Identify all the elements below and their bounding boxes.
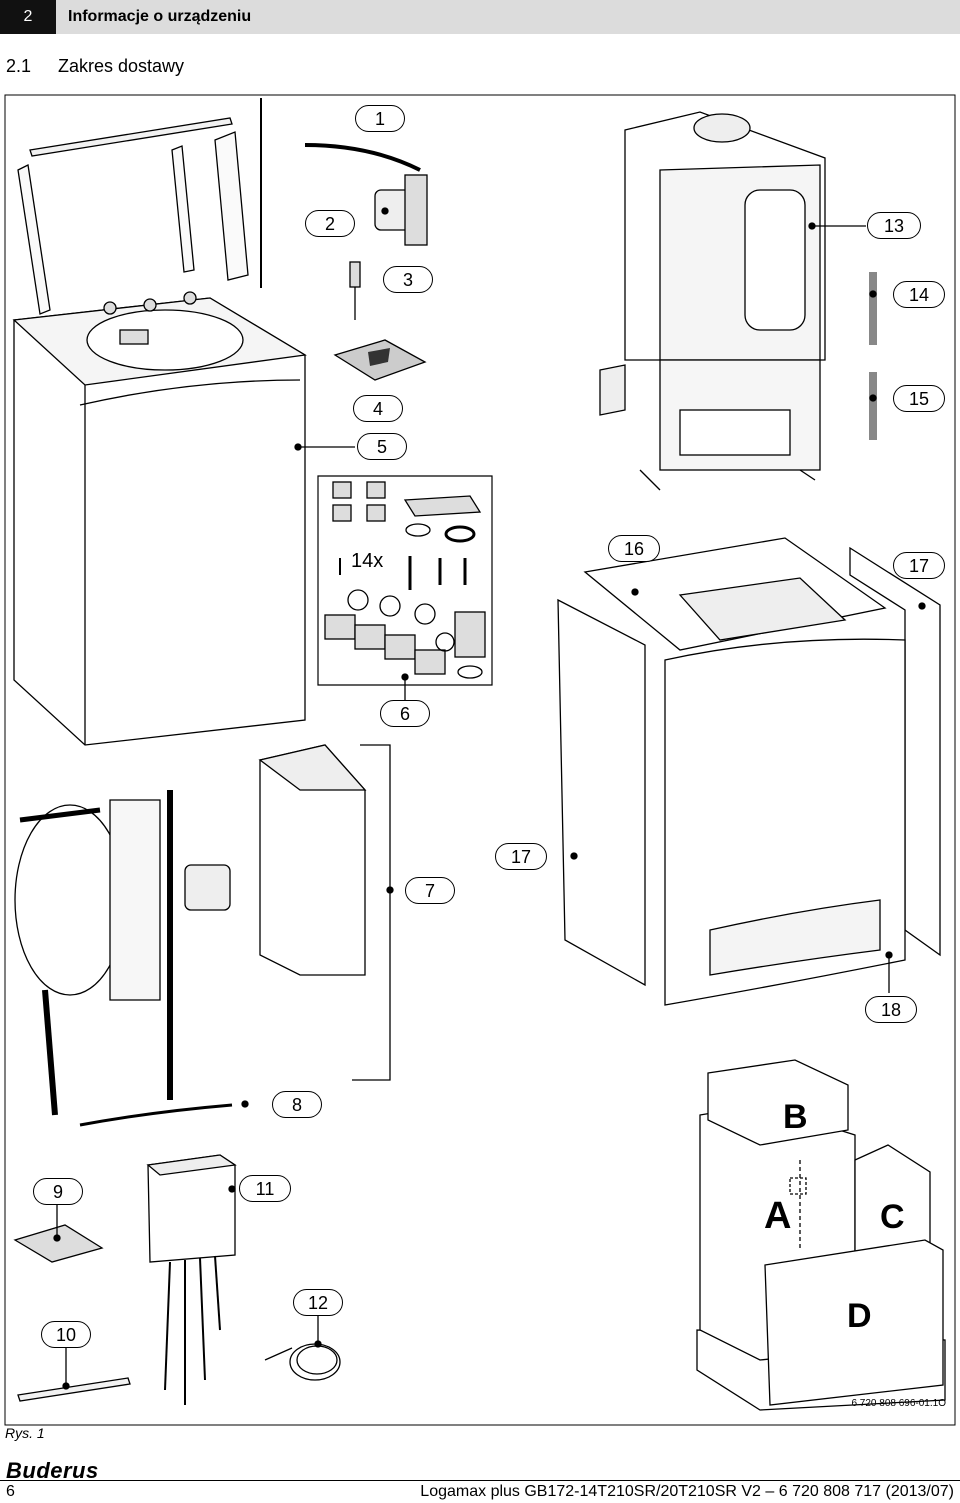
package-a-label: A [764,1195,792,1237]
rail-drawing [17,1347,131,1402]
footer-rule [0,1480,960,1481]
chapter-title: Informacje o urządzeniu [68,8,252,25]
sticker-sheet-drawing [13,1205,104,1263]
callout-10: 10 [41,1321,91,1348]
callout-6: 6 [380,700,430,727]
page-number: 6 [6,1483,15,1500]
callout-15: 15 [893,385,945,412]
expansion-vessel-drawing [14,790,249,1127]
callout-7: 7 [405,877,455,904]
callout-2: 2 [305,210,355,237]
valve-drawing [349,261,361,320]
callout-17-side: 17 [893,552,945,579]
figure-code: 6 720 808 696-01.1O [851,1398,946,1409]
callout-8: 8 [272,1091,322,1118]
wall-bracket-drawing [17,98,262,315]
package-b-label: B [783,1098,808,1136]
cover-drawing [258,744,394,1081]
section-title: Zakres dostawy [58,56,185,76]
callout-5: 5 [357,433,407,460]
top-plate-drawing [583,537,887,651]
footer-document-title: Logamax plus GB172-14T210SR/20T210SR V2 … [420,1483,954,1500]
pump-drawing [304,143,428,246]
page-header: 2 Informacje o urządzeniu [0,0,960,36]
front-casing-drawing [664,638,906,1006]
callout-12: 12 [293,1289,343,1316]
header-bar [56,0,960,34]
callout-1: 1 [355,105,405,132]
callout-4: 4 [353,395,403,422]
packaging-drawing [696,1059,946,1411]
callout-16: 16 [608,535,660,562]
callout-18: 18 [865,996,917,1023]
callout-11: 11 [239,1175,291,1202]
package-c-label: C [880,1198,905,1236]
sensor-cable-drawing [264,1315,341,1381]
package-d-label: D [847,1297,872,1335]
screw-count-label: 14x [351,550,384,572]
boiler-drawing [599,111,866,491]
controller-box-drawing [146,1154,237,1405]
label-sheet-drawing [333,339,427,381]
accessory-bag-drawing [317,475,493,700]
section-number: 2.1 [6,56,32,76]
callout-14: 14 [893,281,945,308]
hoses-drawing [869,272,877,440]
callout-9: 9 [33,1178,83,1205]
brand-logo: Buderus [6,1458,99,1483]
callout-13: 13 [867,212,921,239]
figure-caption: Rys. 1 [5,1425,45,1441]
callout-3: 3 [383,266,433,293]
callout-17-left: 17 [495,843,547,870]
storage-tank-drawing [12,291,355,746]
chapter-number: 2 [0,0,56,34]
